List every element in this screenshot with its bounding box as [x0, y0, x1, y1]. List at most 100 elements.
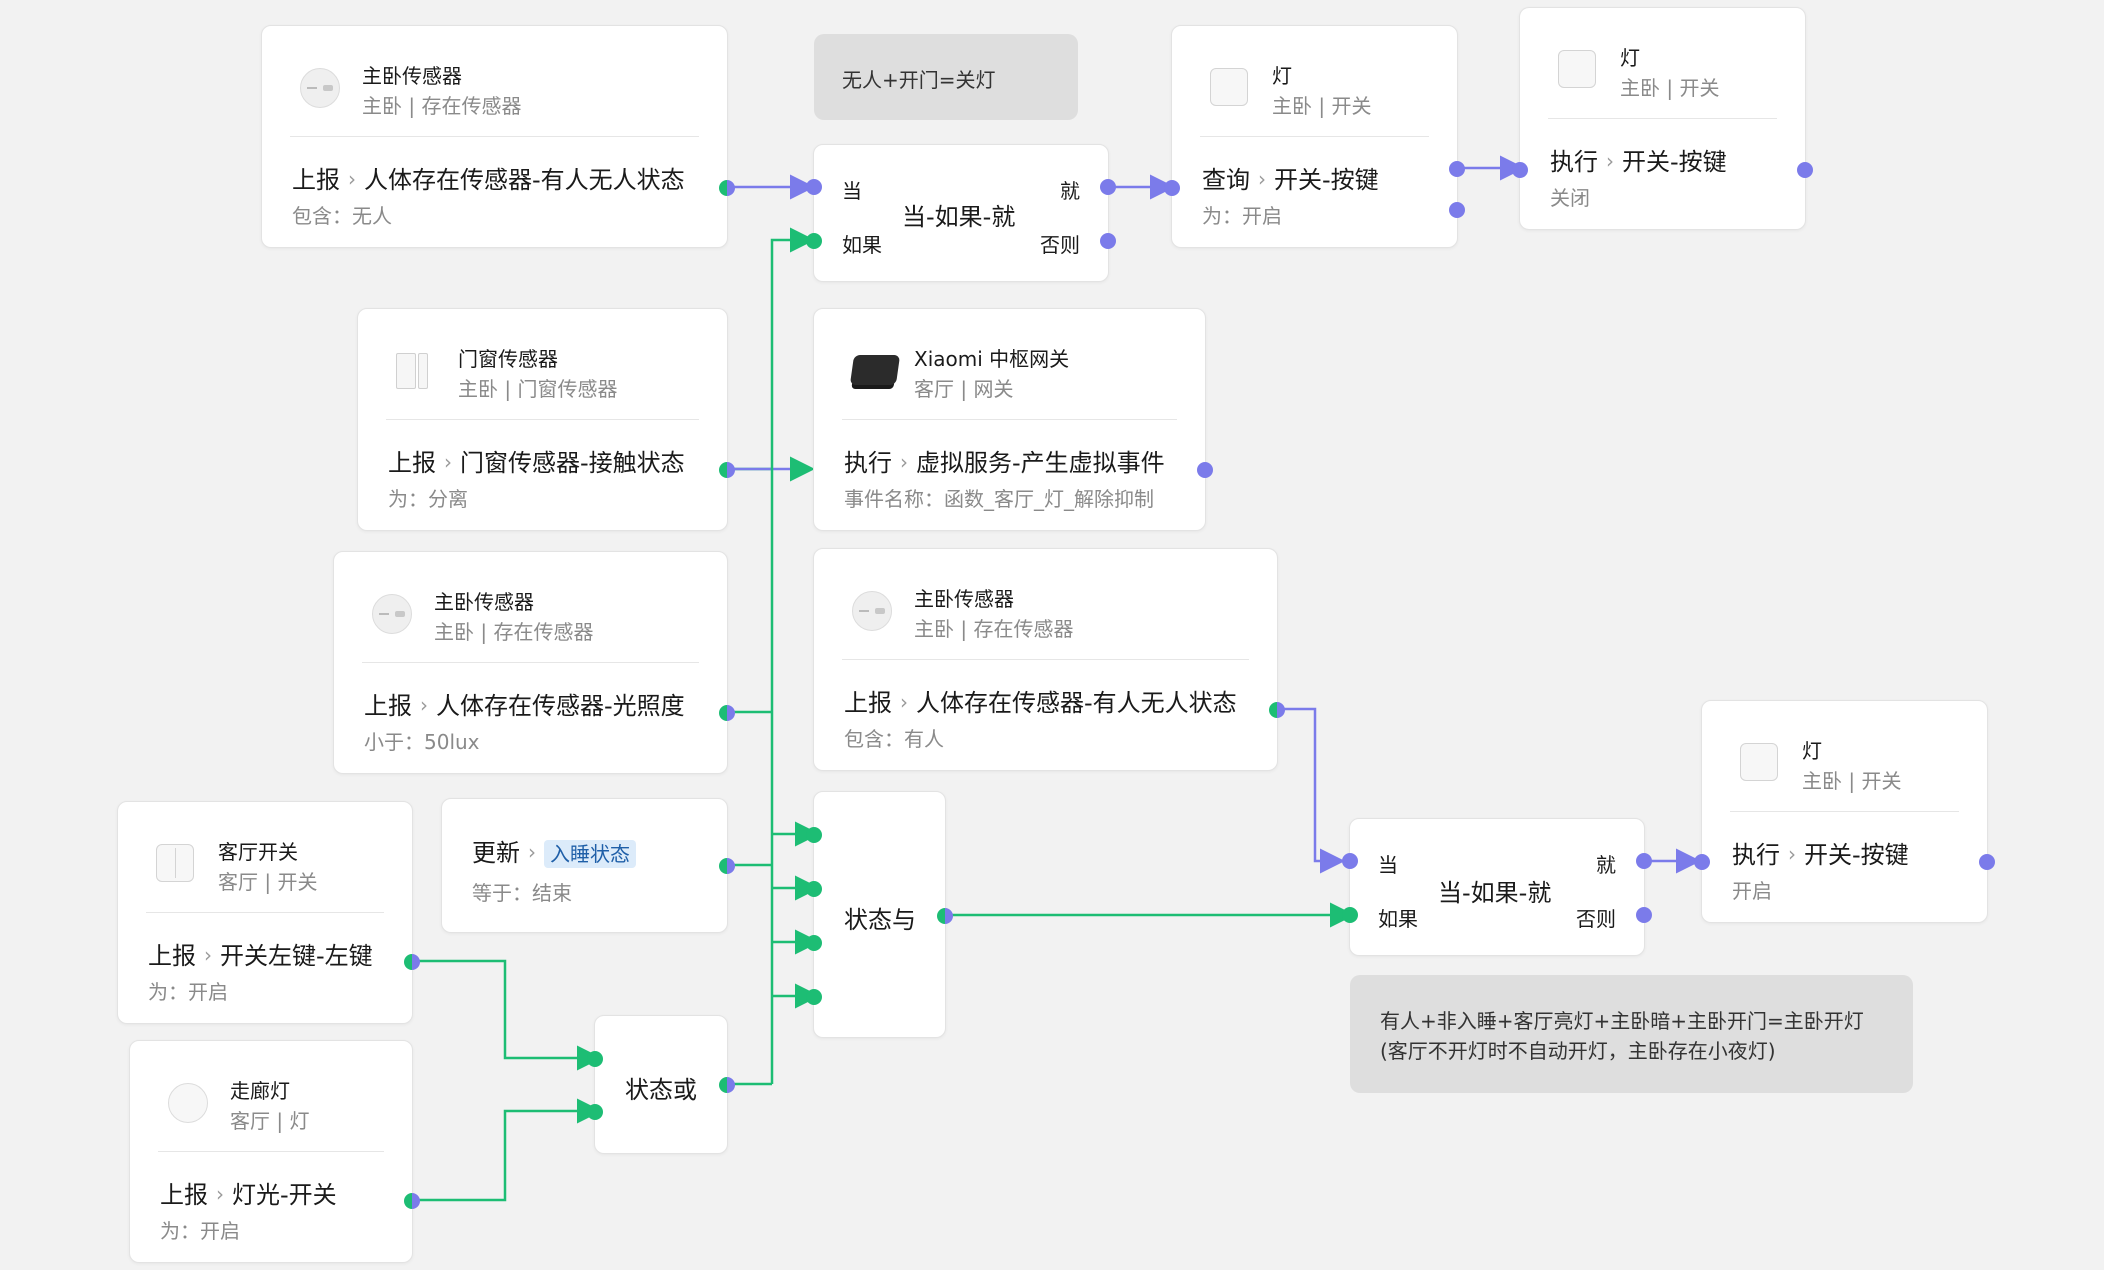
wire-sensor3-to-when2: [1278, 707, 1345, 874]
device-name: 走廊灯: [230, 1079, 290, 1103]
true-output-port[interactable]: [1449, 161, 1465, 177]
device-card-lamp-off[interactable]: 灯 主卧 | 开关 执行›开关-按键 关闭: [1512, 7, 1813, 230]
output-port[interactable]: [1979, 854, 1995, 870]
chevron-right-icon: ›: [420, 693, 428, 717]
bulb-icon: [168, 1083, 208, 1123]
query-condition: 为：开启: [1202, 204, 1282, 228]
note-text: (客厅不开灯时不自动开灯，主卧存在小夜灯): [1380, 1039, 1776, 1063]
state-card-sleep[interactable]: 更新›入睡状态 等于：结束: [441, 798, 735, 933]
trigger-action: 上报›人体存在传感器-有人无人状态: [292, 166, 685, 194]
note-card: 有人+非入睡+客厅亮灯+主卧暗+主卧开门=主卧开灯 (客厅不开灯时不自动开灯，主…: [1350, 975, 1913, 1093]
device-location: 主卧 | 存在传感器: [434, 620, 594, 644]
when-input-port[interactable]: [1342, 853, 1358, 869]
hub-icon: [849, 355, 901, 385]
device-card-gateway[interactable]: Xiaomi 中枢网关 客厅 | 网关 执行›虚拟服务-产生虚拟事件 事件名称：…: [813, 308, 1213, 531]
logic-when-if-then[interactable]: 当 如果 当-如果-就 就 否则: [806, 144, 1116, 282]
when-label: 当: [1378, 853, 1398, 877]
if-input-port[interactable]: [1342, 907, 1358, 923]
chevron-right-icon: ›: [1258, 167, 1266, 191]
and-input-port-3[interactable]: [806, 935, 822, 951]
device-name: 灯: [1272, 64, 1292, 88]
else-label: 否则: [1576, 907, 1616, 931]
device-card-living-switch[interactable]: 客厅开关 客厅 | 开关 上报›开关左键-左键 为：开启: [117, 801, 420, 1024]
trigger-condition: 包含：有人: [844, 727, 944, 751]
trigger-condition: 为：分离: [388, 487, 468, 511]
output-port[interactable]: [404, 1193, 420, 1209]
input-port[interactable]: [1694, 854, 1710, 870]
output-port[interactable]: [1269, 702, 1285, 718]
device-card-presence-none[interactable]: 主卧传感器 主卧 | 存在传感器 上报›人体存在传感器-有人无人状态 包含：无人: [261, 25, 735, 248]
and-input-port-1[interactable]: [806, 827, 822, 843]
device-card-hall-light[interactable]: 走廊灯 客厅 | 灯 上报›灯光-开关 为：开启: [129, 1040, 420, 1263]
trigger-condition: 小于：50lux: [364, 730, 480, 754]
then-label: 就: [1060, 179, 1080, 203]
or-output-port[interactable]: [719, 1077, 735, 1093]
presence-sensor-icon: [852, 591, 892, 631]
device-card-presence-yes[interactable]: 主卧传感器 主卧 | 存在传感器 上报›人体存在传感器-有人无人状态 包含：有人: [813, 548, 1285, 771]
chevron-right-icon: ›: [1606, 149, 1614, 173]
false-output-port[interactable]: [1449, 202, 1465, 218]
output-port[interactable]: [404, 954, 420, 970]
input-port[interactable]: [1164, 180, 1180, 196]
note-text: 有人+非入睡+客厅亮灯+主卧暗+主卧开门=主卧开灯: [1380, 1009, 1864, 1033]
else-output-port[interactable]: [1100, 233, 1116, 249]
output-port[interactable]: [1797, 162, 1813, 178]
device-name: 主卧传感器: [362, 64, 462, 88]
chevron-right-icon: ›: [900, 450, 908, 474]
when-input-port[interactable]: [806, 179, 822, 195]
output-port[interactable]: [719, 705, 735, 721]
execute-action: 执行›虚拟服务-产生虚拟事件: [844, 449, 1165, 477]
output-port[interactable]: [1197, 462, 1213, 478]
device-card-lamp-on[interactable]: 灯 主卧 | 开关 执行›开关-按键 开启: [1694, 700, 1995, 923]
device-name: Xiaomi 中枢网关: [914, 347, 1070, 371]
note-card: 无人+开门=关灯: [814, 34, 1078, 120]
trigger-action: 上报›人体存在传感器-有人无人状态: [844, 689, 1237, 717]
switch-icon: [156, 844, 194, 882]
device-location: 客厅 | 灯: [230, 1109, 310, 1133]
and-input-port-2[interactable]: [806, 881, 822, 897]
device-location: 主卧 | 存在传感器: [362, 94, 522, 118]
output-port[interactable]: [719, 858, 735, 874]
wire-light-to-or: [413, 1098, 602, 1202]
or-input-port-2[interactable]: [587, 1104, 603, 1120]
event-name: 事件名称：函数_客厅_灯_解除抑制: [844, 487, 1154, 511]
then-output-port[interactable]: [1100, 179, 1116, 195]
or-input-port-1[interactable]: [587, 1051, 603, 1067]
when-label: 当: [842, 179, 862, 203]
device-location: 主卧 | 存在传感器: [914, 617, 1074, 641]
else-output-port[interactable]: [1636, 907, 1652, 923]
device-name: 主卧传感器: [434, 590, 534, 614]
device-card-presence-lux[interactable]: 主卧传感器 主卧 | 存在传感器 上报›人体存在传感器-光照度 小于：50lux: [333, 551, 735, 774]
chevron-right-icon: ›: [528, 840, 536, 864]
logic-or[interactable]: 状态或: [587, 1015, 735, 1154]
chevron-right-icon: ›: [348, 167, 356, 191]
logic-when-if-then[interactable]: 当 如果 当-如果-就 就 否则: [1342, 818, 1652, 956]
device-location: 主卧 | 开关: [1272, 94, 1372, 118]
device-name: 灯: [1802, 739, 1822, 763]
trigger-action: 上报›灯光-开关: [160, 1181, 337, 1209]
if-label: 如果: [1378, 907, 1418, 931]
state-tag: 入睡状态: [544, 840, 636, 868]
device-location: 主卧 | 开关: [1802, 769, 1902, 793]
output-port[interactable]: [719, 462, 735, 478]
device-name: 客厅开关: [218, 840, 298, 864]
input-port[interactable]: [1512, 162, 1528, 178]
and-output-port[interactable]: [937, 908, 953, 924]
wire-switch-to-or: [413, 959, 602, 1071]
trigger-action: 上报›人体存在传感器-光照度: [364, 692, 685, 720]
logic-title: 当-如果-就: [1438, 879, 1552, 907]
wire-green-bus: [770, 227, 815, 1084]
device-card-door-sensor[interactable]: 门窗传感器 主卧 | 门窗传感器 上报›门窗传感器-接触状态 为：分离: [357, 308, 735, 531]
then-output-port[interactable]: [1636, 853, 1652, 869]
device-card-lamp-query[interactable]: 灯 主卧 | 开关 查询›开关-按键 为：开启: [1164, 25, 1465, 248]
output-port[interactable]: [719, 180, 735, 196]
logic-title: 状态或: [625, 1076, 697, 1104]
logic-and[interactable]: 状态与: [806, 791, 953, 1038]
else-label: 否则: [1040, 233, 1080, 257]
switch-icon: [1740, 743, 1778, 781]
update-action: 更新›入睡状态: [472, 833, 636, 868]
if-input-port[interactable]: [806, 233, 822, 249]
and-input-port-4[interactable]: [806, 989, 822, 1005]
then-label: 就: [1596, 853, 1616, 877]
